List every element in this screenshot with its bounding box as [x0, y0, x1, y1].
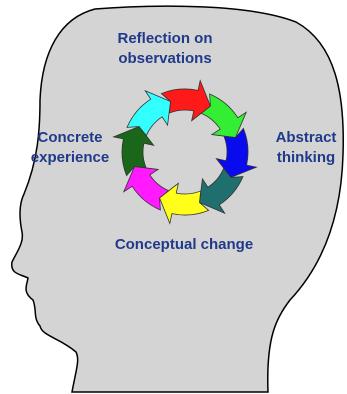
label-abstract-thinking-line2: thinking [277, 149, 335, 166]
label-concrete-experience-line2: experience [31, 149, 109, 166]
label-reflection-on-observations-line2: observations [118, 50, 211, 67]
label-concrete-experience: Concrete [37, 129, 102, 146]
circular-arrows-icon [112, 79, 258, 225]
label-reflection-on-observations: Reflection on [117, 30, 212, 47]
cycle-arrow-8 [126, 89, 171, 137]
label-abstract-thinking: Abstract [276, 129, 337, 146]
label-conceptual-change: Conceptual change [115, 236, 253, 253]
